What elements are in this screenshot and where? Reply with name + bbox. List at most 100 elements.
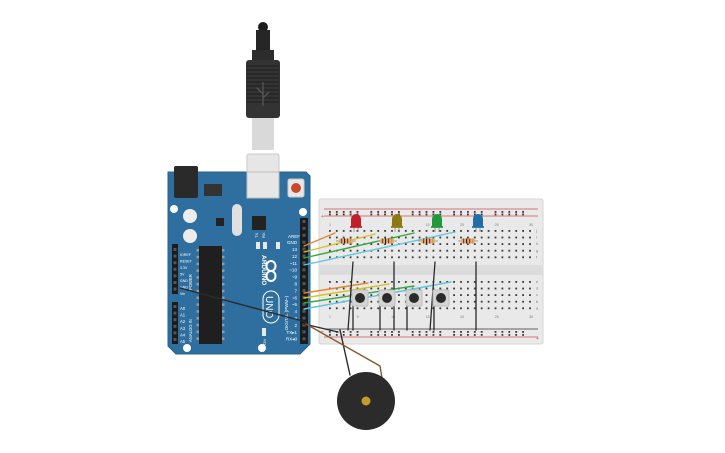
column-number: 10 xyxy=(391,315,395,319)
power-pin-label: RESET xyxy=(180,260,193,264)
push-button[interactable] xyxy=(405,289,423,307)
analog-pin-label: A5 xyxy=(180,339,186,344)
led xyxy=(472,214,484,232)
column-number: 30 xyxy=(529,315,533,319)
column-number: 1 xyxy=(329,223,331,227)
buzzer-center xyxy=(361,396,371,406)
analog-pin-label: A1 xyxy=(180,313,186,318)
leds xyxy=(350,214,484,232)
led xyxy=(431,214,443,232)
power-pin-label: 5V xyxy=(180,273,185,277)
digital-pin-label: ~10 xyxy=(289,268,297,273)
wire-yellow xyxy=(303,233,376,253)
usb-symbol-icon xyxy=(256,82,270,106)
led xyxy=(350,214,362,232)
power-pin-label: GND xyxy=(180,279,188,283)
uno-badge: UNO xyxy=(262,290,280,324)
row-letter: g xyxy=(536,249,538,253)
resistor xyxy=(418,238,438,244)
rail-minus-label: − xyxy=(321,329,324,335)
usb-port xyxy=(246,171,280,199)
row-letter: c xyxy=(536,293,538,297)
power-pin-label: Vin xyxy=(180,292,185,296)
led xyxy=(391,214,403,232)
resistor xyxy=(336,238,356,244)
row-letter: a xyxy=(536,306,539,310)
digital-pin-label: RX◂0 xyxy=(286,337,298,342)
wire-buzzer-black xyxy=(339,329,351,376)
push-button[interactable] xyxy=(432,289,450,307)
column-number: 30 xyxy=(529,223,533,227)
digital-pin-label: 7 xyxy=(294,288,297,293)
mounting-hole xyxy=(299,208,307,216)
gnd-label: GND xyxy=(287,240,298,245)
wires xyxy=(179,231,477,379)
digital-pin-label: 2 xyxy=(294,323,297,328)
digital-pin-label: 8 xyxy=(294,282,297,287)
rail-plus-label-bottom: + xyxy=(536,336,539,342)
row-letter: j xyxy=(535,229,537,233)
microcontroller-chip xyxy=(199,246,222,344)
column-number: 25 xyxy=(495,223,499,227)
power-pin-label: IOREF xyxy=(180,253,192,257)
column-number: 15 xyxy=(426,223,430,227)
reset-button[interactable] xyxy=(291,183,301,193)
analog-section-label: ANALOG IN xyxy=(188,319,193,342)
push-buttons xyxy=(351,289,450,307)
digital-pin-label: ~9 xyxy=(292,275,298,280)
row-letter: e xyxy=(536,280,538,284)
breadboard: + + − 115510101515202025253030 jihgfedcb… xyxy=(318,198,544,345)
power-pin-label: 3.3V xyxy=(180,266,188,270)
jumper-black xyxy=(347,261,354,331)
wire-orange-2 xyxy=(303,282,369,294)
tx-label: TX xyxy=(254,233,259,238)
rail-plus-label: + xyxy=(321,214,324,220)
wire-analog xyxy=(179,287,307,323)
wire-cyan-2 xyxy=(303,281,452,310)
wire-buzzer-brown xyxy=(305,323,383,379)
row-letter: f xyxy=(536,255,538,259)
analog-pin-label: A0 xyxy=(180,306,186,311)
column-number: 15 xyxy=(426,315,430,319)
column-number: 5 xyxy=(357,315,359,319)
rx-label: RX xyxy=(261,232,266,238)
analog-pin-label: A4 xyxy=(180,332,186,337)
digital-pin-label: 4 xyxy=(294,309,297,314)
power-section-label: POWER xyxy=(188,274,193,290)
row-letter: i xyxy=(536,236,537,240)
digital-pin-label: 12 xyxy=(292,254,298,259)
resistors xyxy=(336,238,478,244)
wire-yellow-2 xyxy=(303,283,390,299)
row-letter: d xyxy=(536,287,538,291)
wire-green xyxy=(303,232,415,259)
digital-pin-label: ~6 xyxy=(292,295,298,300)
digital-pin-label: ~11 xyxy=(290,261,298,266)
push-button[interactable] xyxy=(351,289,369,307)
resistor xyxy=(458,238,478,244)
power-pin-label: GND xyxy=(180,286,188,290)
mounting-hole xyxy=(170,205,178,213)
digital-pin-label: TX▸1 xyxy=(286,330,297,335)
arduino-board: AREF GND 1312~11~10~987~6~54~32TX▸1RX◂0 … xyxy=(167,166,311,355)
row-letter: b xyxy=(536,300,538,304)
analog-header xyxy=(172,302,178,344)
mounting-hole xyxy=(183,344,191,352)
digital-section-label: DIGITAL (PWM~) xyxy=(284,295,289,330)
wire-orange xyxy=(303,232,336,247)
wire-cyan xyxy=(303,231,456,266)
analog-pin-label: A2 xyxy=(180,319,186,324)
model-label: UNO xyxy=(263,296,274,318)
analog-pin-label: A3 xyxy=(180,326,186,331)
column-number: 20 xyxy=(460,315,464,319)
brand-label: ARDUINO xyxy=(260,255,267,285)
on-label: ON xyxy=(262,339,267,345)
mounting-hole xyxy=(258,344,266,352)
column-number: 20 xyxy=(460,223,464,227)
crystal xyxy=(232,204,242,236)
piezo-buzzer xyxy=(337,372,395,430)
digital-pin-label: ~5 xyxy=(292,302,298,307)
push-button[interactable] xyxy=(378,289,396,307)
column-number: 1 xyxy=(329,315,331,319)
aref-label: AREF xyxy=(288,234,300,239)
